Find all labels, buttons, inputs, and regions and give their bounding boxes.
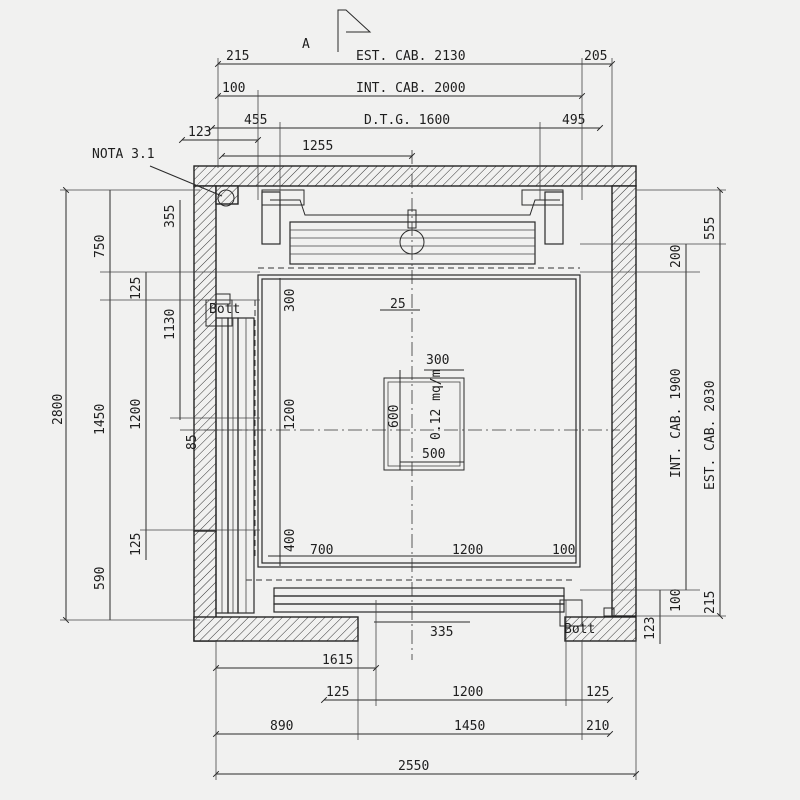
dim-123-right: 123 bbox=[643, 617, 658, 640]
bott-labels: Bott Bott bbox=[209, 302, 595, 637]
dim-355: 355 bbox=[163, 205, 178, 228]
wall-right bbox=[611, 185, 637, 617]
dim-1200-inner: 1200 bbox=[283, 399, 298, 430]
est-cab-width: EST. CAB. 2130 bbox=[356, 49, 466, 64]
dim-555: 555 bbox=[703, 217, 718, 240]
right-dimensions: 555 EST. CAB. 2030 215 200 INT. CAB. 190… bbox=[580, 186, 726, 644]
dim-495-top: 495 bbox=[562, 113, 585, 128]
cabin bbox=[246, 267, 581, 581]
top-dimensions: A 215 EST. CAB. 2130 205 100 INT. CAB. 2… bbox=[178, 9, 616, 200]
bottom-dimensions: 1615 125 1200 125 890 1450 210 2550 bbox=[212, 600, 640, 780]
wall-bottom-left bbox=[193, 616, 359, 642]
int-cab-depth: INT. CAB. 1900 bbox=[669, 368, 684, 478]
load-area bbox=[383, 369, 465, 471]
dim-1450-left: 1450 bbox=[93, 404, 108, 435]
dim-210: 210 bbox=[586, 719, 609, 734]
counterweight bbox=[261, 189, 564, 265]
dim-215-right: 215 bbox=[703, 591, 718, 614]
load-rating: 0.12 mq/m bbox=[429, 369, 444, 440]
note-3-1: NOTA 3.1 bbox=[92, 147, 235, 207]
dim-500: 500 bbox=[422, 447, 445, 462]
dim-125-bottom-right: 125 bbox=[586, 685, 609, 700]
int-cab-width: INT. CAB. 2000 bbox=[356, 81, 466, 96]
dim-85: 85 bbox=[185, 434, 200, 450]
dim-100-right: 100 bbox=[669, 589, 684, 612]
dim-125-upper: 125 bbox=[129, 277, 144, 300]
dim-205-top: 205 bbox=[584, 49, 607, 64]
dim-100-inner: 100 bbox=[552, 543, 575, 558]
dim-215-top: 215 bbox=[226, 49, 249, 64]
dim-2550: 2550 bbox=[398, 759, 429, 774]
dim-125-lower: 125 bbox=[129, 533, 144, 556]
shaft-walls bbox=[193, 165, 637, 642]
wall-notch bbox=[215, 185, 239, 205]
landing-doors bbox=[273, 587, 615, 627]
wall-bottom-right bbox=[564, 616, 637, 642]
wall-left-upper bbox=[193, 185, 217, 532]
dim-25: 25 bbox=[390, 297, 406, 312]
dim-1615: 1615 bbox=[322, 653, 353, 668]
est-cab-depth: EST. CAB. 2030 bbox=[703, 380, 718, 490]
bott-label-left: Bott bbox=[209, 302, 240, 317]
dim-100-top: 100 bbox=[222, 81, 245, 96]
guide-rails-left bbox=[205, 293, 256, 614]
left-dimensions: 2800 750 1450 590 125 1200 125 355 1130 … bbox=[51, 186, 298, 624]
section-mark: A bbox=[302, 37, 310, 52]
wall-top bbox=[193, 165, 637, 187]
dim-700: 700 bbox=[310, 543, 333, 558]
dim-335: 335 bbox=[430, 625, 453, 640]
dtg-width: D.T.G. 1600 bbox=[364, 113, 450, 128]
dim-300-inner: 300 bbox=[283, 289, 298, 312]
dim-600: 600 bbox=[387, 405, 402, 428]
dim-750: 750 bbox=[93, 235, 108, 258]
dim-890: 890 bbox=[270, 719, 293, 734]
dim-400: 400 bbox=[283, 529, 298, 552]
dim-2800: 2800 bbox=[51, 394, 66, 425]
dim-300-box: 300 bbox=[426, 353, 449, 368]
dim-1200-bottom: 1200 bbox=[452, 685, 483, 700]
dim-590: 590 bbox=[93, 567, 108, 590]
dim-1450-bottom: 1450 bbox=[454, 719, 485, 734]
dim-200-right: 200 bbox=[669, 245, 684, 268]
dim-455-top: 455 bbox=[244, 113, 267, 128]
note-label: NOTA 3.1 bbox=[92, 147, 155, 162]
inner-dimensions: 25 300 600 0.12 mq/m 500 700 1200 100 33… bbox=[268, 297, 576, 640]
dim-1255: 1255 bbox=[302, 139, 333, 154]
bott-label-right: Bott bbox=[564, 622, 595, 637]
dim-1200-left: 1200 bbox=[129, 399, 144, 430]
dim-1130: 1130 bbox=[163, 309, 178, 340]
dim-123-top: 123 bbox=[188, 125, 211, 140]
dim-125-bottom-left: 125 bbox=[326, 685, 349, 700]
dim-1200-inner-h: 1200 bbox=[452, 543, 483, 558]
